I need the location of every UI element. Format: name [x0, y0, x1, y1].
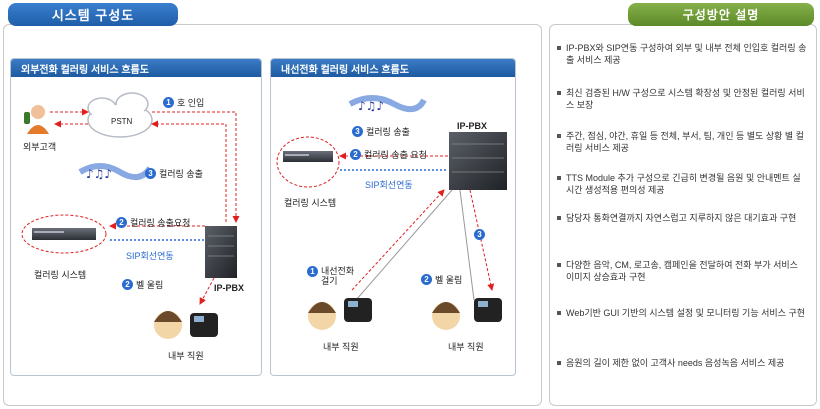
ext-pbx-label: IP-PBX — [214, 283, 245, 293]
caller-phone-icon — [344, 298, 372, 322]
customer-label: 외부고객 — [23, 142, 57, 152]
ringback-server-int-icon — [283, 151, 333, 162]
bullet-marker — [557, 263, 561, 267]
ringback-system-highlight — [21, 214, 107, 254]
svg-text:♪♫♪: ♪♫♪ — [86, 167, 112, 181]
ext-step-3: 3 컬러링 송출 — [145, 167, 203, 180]
ext-ringback-system-label: 컬러링 시스템 — [34, 270, 87, 280]
phone-icon — [190, 313, 218, 337]
step-badge: 2 — [421, 274, 432, 285]
caller-employee-icon — [308, 302, 336, 330]
step-badge: 3 — [474, 229, 485, 240]
int-ringback-system-label: 컬러링 시스템 — [284, 198, 337, 208]
bullet-text: 최신 검증된 H/W 구성으로 시스템 확장성 및 안정된 컬러링 서비스 보장 — [566, 88, 805, 110]
int-step-1: 1 내선전화 걸기 — [307, 266, 354, 286]
ip-pbx-int-icon — [449, 132, 507, 190]
ringback-system-int-highlight — [276, 136, 340, 188]
music-notes-int-icon: ♪♫♪ — [348, 95, 427, 113]
bullet-item: 최신 검증된 H/W 구성으로 시스템 확장성 및 안정된 컬러링 서비스 보장 — [557, 87, 807, 111]
int-step-2-request: 2 컬러링 송출 요청 — [350, 148, 427, 161]
bullet-text: 주간, 점심, 야간, 휴일 등 전체, 부서, 팀, 개인 등 별도 상황 별… — [566, 131, 804, 153]
bullet-marker — [557, 46, 561, 50]
int-caller-label: 내부 직원 — [323, 342, 359, 352]
external-flow-header: 외부전화 컬러링 서비스 흐름도 — [11, 59, 261, 77]
bullet-item: Web기반 GUI 기반의 시스템 설정 및 모니터링 기능 서비스 구현 — [557, 307, 807, 319]
step-badge: 1 — [307, 266, 318, 277]
bullet-marker — [557, 176, 561, 180]
bullet-marker — [557, 311, 561, 315]
employee-icon — [154, 311, 182, 339]
step-badge: 3 — [352, 126, 363, 137]
ext-step-2-request: 2 컬러링 송출요청 — [116, 216, 190, 229]
step-label: 벨 울림 — [435, 275, 463, 285]
step-label: 호 인입 — [177, 98, 205, 108]
bullet-marker — [557, 91, 561, 95]
bullet-marker — [557, 134, 561, 138]
callee-phone-icon — [474, 298, 502, 322]
bullet-text: Web기반 GUI 기반의 시스템 설정 및 모니터링 기능 서비스 구현 — [566, 308, 806, 318]
callee-employee-icon — [432, 302, 460, 330]
bullet-text: 다양한 음악, CM, 로고송, 캠페인을 전달하여 전화 부가 서비스 이미지… — [566, 260, 798, 282]
bullet-text: 음원의 길이 제한 없이 고객사 needs 음성녹음 서비스 제공 — [566, 358, 785, 368]
bullet-item: 담당자 통화연결까지 자연스럽고 지루하지 않은 대기효과 구현 — [557, 212, 807, 224]
ext-step-1: 1 호 인입 — [163, 96, 204, 109]
int-callee-label: 내부 직원 — [448, 342, 484, 352]
int-step-3: 3 컬러링 송출 — [352, 125, 410, 138]
flow-diagram-graphics: ♪♫♪ ♪♫♪ — [21, 92, 507, 339]
step-badge: 2 — [350, 149, 361, 160]
svg-text:♪♫♪: ♪♫♪ — [358, 99, 384, 113]
int-pbx-label: IP-PBX — [457, 121, 488, 131]
int-step-2-ring: 2 벨 울림 — [421, 273, 462, 286]
ext-sip-link-label: SIP회선연동 — [126, 251, 174, 261]
bullet-text: TTS Module 추가 구성으로 긴급히 변경될 음원 및 안내멘트 실시간… — [566, 173, 801, 195]
ext-step-2-ring: 2 벨 울림 — [122, 278, 163, 291]
bullet-marker — [557, 216, 561, 220]
bullet-item: IP-PBX와 SIP연동 구성하여 외부 및 내부 전체 인입호 컬러링 송출… — [557, 42, 807, 66]
bullet-item: 음원의 길이 제한 없이 고객사 needs 음성녹음 서비스 제공 — [557, 357, 807, 369]
step-label: 컬러링 송출 요청 — [364, 150, 427, 160]
ringback-server-icon — [32, 228, 96, 240]
step-label: 컬러링 송출 — [159, 169, 203, 179]
step-badge: 1 — [163, 97, 174, 108]
bullet-text: IP-PBX와 SIP연동 구성하여 외부 및 내부 전체 인입호 컬러링 송출… — [566, 43, 807, 65]
bullet-item: 다양한 음악, CM, 로고송, 캠페인을 전달하여 전화 부가 서비스 이미지… — [557, 259, 807, 283]
bullet-item: 주간, 점심, 야간, 휴일 등 전체, 부서, 팀, 개인 등 별도 상황 별… — [557, 130, 807, 154]
music-notes-icon: ♪♫♪ — [78, 163, 153, 181]
step-badge: 3 — [145, 168, 156, 179]
step-badge: 2 — [122, 279, 133, 290]
description-panel — [549, 24, 817, 406]
bullet-marker — [557, 361, 561, 365]
step-label: 컬러링 송출 — [366, 127, 410, 137]
pstn-label: PSTN — [111, 117, 133, 126]
pstn-cloud-icon — [87, 92, 153, 138]
description-title: 구성방안 설명 — [628, 3, 814, 26]
internal-flow-header: 내선전화 컬러링 서비스 흐름도 — [271, 59, 515, 77]
ip-pbx-icon — [205, 226, 237, 278]
step-label: 컬러링 송출요청 — [130, 218, 191, 228]
bullet-text: 담당자 통화연결까지 자연스럽고 지루하지 않은 대기효과 구현 — [566, 213, 797, 223]
customer-icon — [24, 105, 49, 134]
ext-employee-label: 내부 직원 — [168, 351, 204, 361]
step-label: 내선전화 걸기 — [321, 266, 355, 286]
step-badge: 2 — [116, 217, 127, 228]
int-sip-link-label: SIP회선연동 — [365, 180, 413, 190]
bullet-item: TTS Module 추가 구성으로 긴급히 변경될 음원 및 안내멘트 실시간… — [557, 172, 807, 196]
system-diagram-title: 시스템 구성도 — [8, 3, 178, 26]
step-label: 벨 울림 — [136, 280, 164, 290]
int-step-3-ring: 3 — [474, 229, 485, 240]
